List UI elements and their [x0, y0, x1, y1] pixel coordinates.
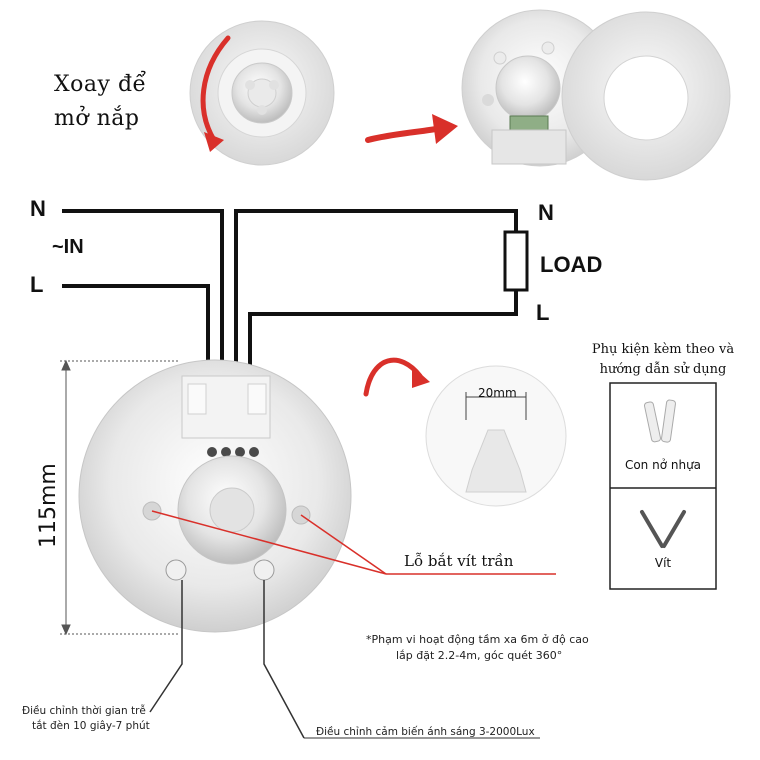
label-in: ~IN [52, 236, 84, 258]
leader-left-hole [151, 510, 387, 575]
screw-holes-label: Lỗ bắt vít trần [404, 552, 514, 570]
anchor-zoom [425, 365, 567, 507]
time-adjust-line1: Điều chỉnh thời gian trễ [22, 705, 146, 717]
light-adjust-label: Điều chỉnh cảm biến ánh sáng 3-2000Lux [316, 726, 535, 738]
label-l-right: L [536, 300, 550, 325]
range-note: *Phạm vi hoạt động tầm xa 6m ở độ cao lắ… [366, 632, 589, 664]
cover-ring-removed [561, 11, 731, 181]
accessories-title-line2: hướng dẫn sử dụng [599, 362, 727, 377]
sensor-cover-closed [189, 20, 335, 166]
leader-time-knob [149, 580, 183, 713]
load-resistor [503, 230, 529, 292]
rotate-instruction: Xoay để mở nắp [54, 68, 147, 136]
label-l-left: L [30, 272, 44, 297]
leader-lux-knob [263, 580, 305, 739]
label-load: LOAD [540, 252, 603, 277]
anchor-arrow-icon [363, 357, 423, 397]
next-step-arrow-icon [365, 125, 445, 143]
range-note-line2: lắp đặt 2.2-4m, góc quét 360° [396, 649, 563, 662]
accessory-label-screw: Vít [654, 556, 672, 570]
time-knob-icon [165, 559, 187, 581]
anchor-width-label: 20mm [478, 386, 517, 400]
time-adjust-label: Điều chỉnh thời gian trễ tắt đèn 10 giây… [22, 704, 150, 734]
rotate-arrowhead-icon [204, 132, 224, 152]
time-adjust-line2: tắt đèn 10 giây-7 phút [32, 720, 150, 732]
rotate-arrow-icon [200, 35, 231, 143]
label-n-left: N [30, 196, 46, 221]
leader-right-hole [300, 514, 387, 575]
accessories-title: Phụ kiện kèm theo và hướng dẫn sử dụng [580, 340, 746, 380]
label-n-right: N [538, 200, 554, 225]
accessories-title-line1: Phụ kiện kèm theo và [591, 342, 735, 357]
rotate-text-line2: mở nắp [54, 106, 140, 131]
range-note-line1: *Phạm vi hoạt động tầm xa 6m ở độ cao [366, 633, 589, 646]
accessories-box [609, 382, 717, 590]
rotate-text-line1: Xoay để [54, 72, 147, 97]
screw-icon [640, 510, 686, 548]
dimension-label: 115mm [36, 463, 61, 548]
accessory-label-plug: Con nở nhựa [624, 458, 702, 472]
lux-knob-icon [253, 559, 275, 581]
dimension-115mm [60, 359, 180, 636]
wall-plug-icon [643, 399, 676, 443]
sensor-device-main [78, 359, 352, 633]
